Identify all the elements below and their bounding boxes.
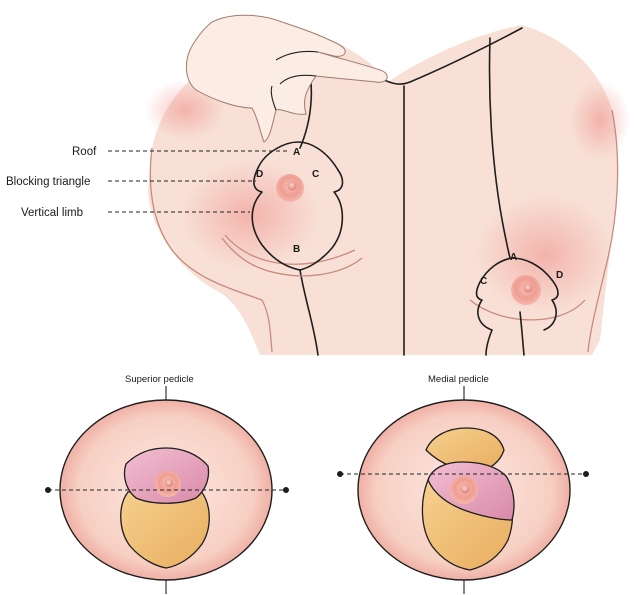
point-b-left: B [293, 244, 300, 255]
right-shoulder-shade [570, 80, 630, 160]
superior-axis-dot-right [283, 487, 289, 493]
medial-pedicle-panel: Medial pedicle [337, 374, 589, 594]
point-d-right: D [556, 270, 563, 281]
point-a-left: A [293, 147, 300, 158]
point-a-right: A [510, 252, 517, 263]
right-nipple [524, 284, 533, 293]
superior-axis-dot-left [45, 487, 51, 493]
left-nipple [288, 182, 297, 191]
medial-axis-dot-left [337, 471, 343, 477]
superior-pedicle-panel: Superior pedicle [45, 374, 289, 594]
medial-nipple [461, 485, 470, 494]
caption-medial-pedicle: Medial pedicle [428, 374, 489, 385]
label-roof: Roof [72, 146, 97, 158]
superior-nipple [165, 479, 173, 487]
label-vertical-limb: Vertical limb [21, 207, 83, 219]
right-breast-shade [475, 195, 615, 315]
medial-axis-dot-right [583, 471, 589, 477]
label-blocking-triangle: Blocking triangle [6, 176, 90, 188]
point-c-right: C [480, 276, 487, 287]
point-c-left: C [312, 169, 319, 180]
caption-superior-pedicle: Superior pedicle [125, 374, 194, 385]
point-d-left: D [256, 169, 263, 180]
